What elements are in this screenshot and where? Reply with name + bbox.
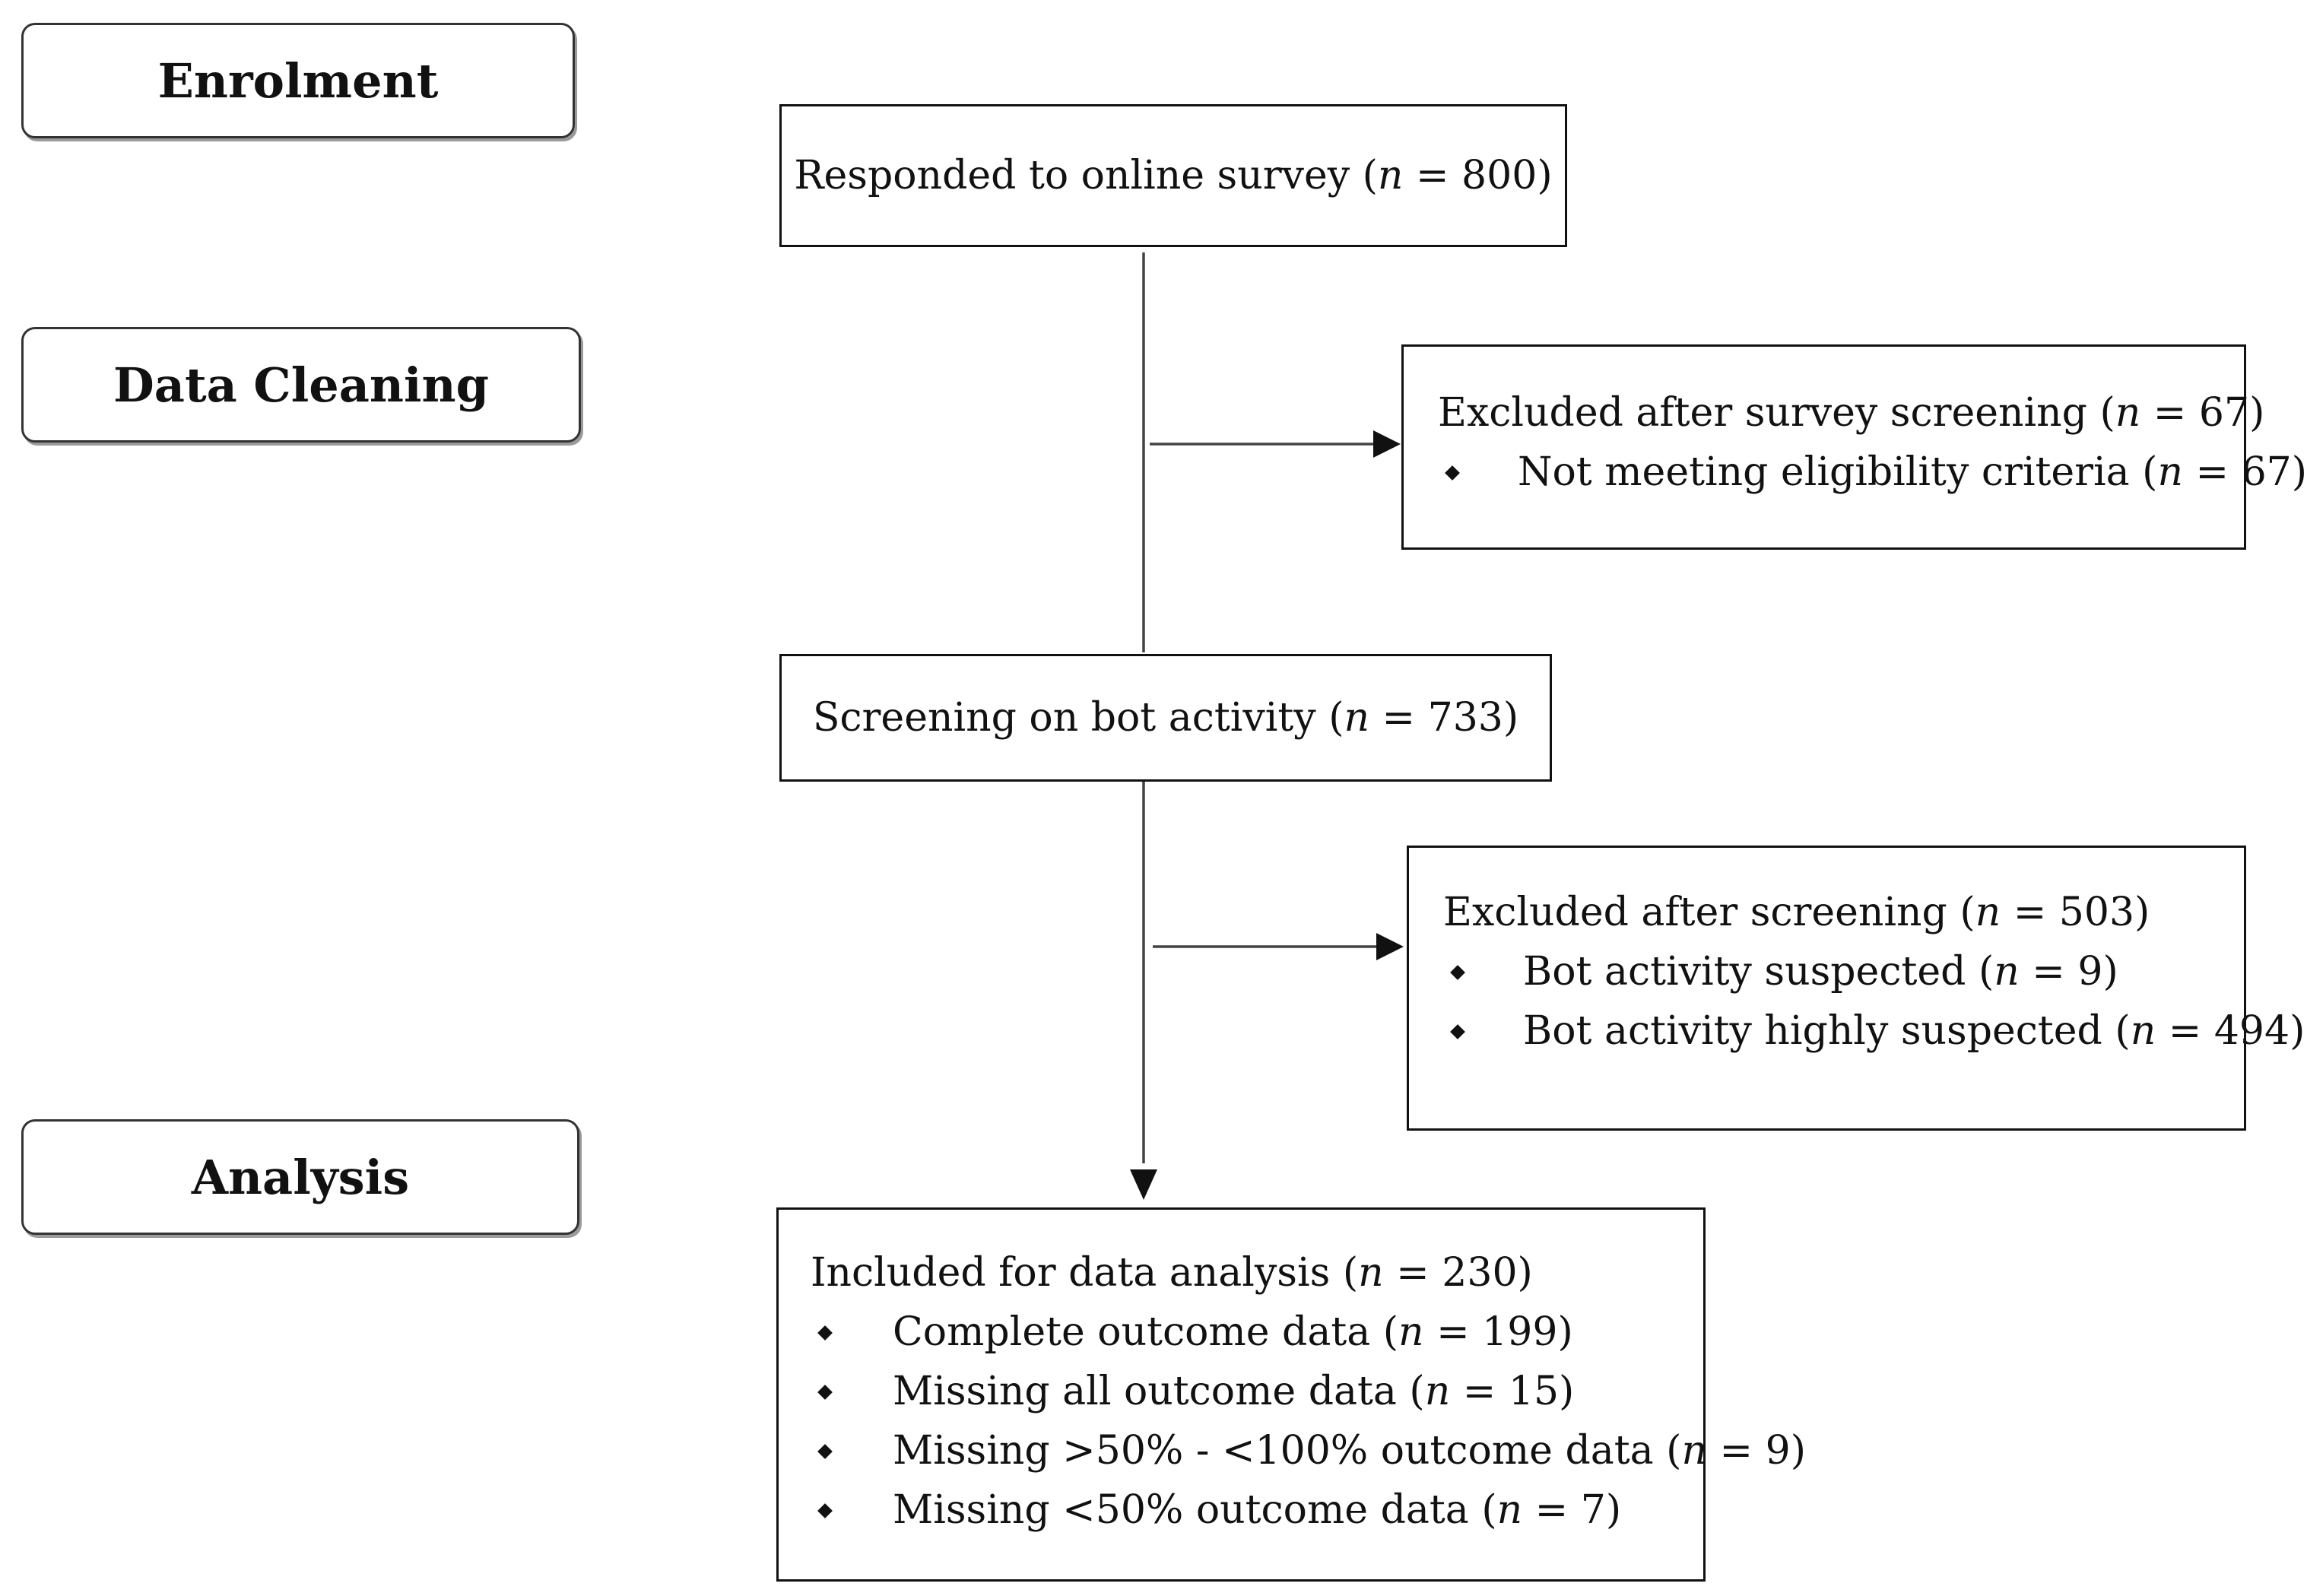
bot-screening-box: Screening on bot activity (n = 733): [779, 654, 1552, 782]
diamond-bullet-icon: [817, 1444, 833, 1459]
bot-screening-text: Screening on bot activity (n = 733): [812, 695, 1519, 741]
stage-analysis-label: Analysis: [191, 1149, 410, 1205]
excluded-bot-item: Bot activity suspected (n = 9): [1443, 942, 2244, 1001]
excluded-survey-box: Excluded after survey screening (n = 67)…: [1401, 344, 2307, 550]
diamond-bullet-icon: [1445, 465, 1460, 481]
excluded-survey-item: Not meeting eligibility criteria (n = 67…: [1438, 443, 2307, 502]
excluded-survey-title: Excluded after survey screening (n = 67): [1438, 390, 2265, 436]
stage-data-cleaning: Data Cleaning: [21, 327, 581, 443]
included-title: Included for data analysis (n = 230): [811, 1250, 1533, 1296]
responded-box: Responded to online survey (n = 800): [779, 104, 1567, 247]
diamond-bullet-icon: [1450, 1024, 1465, 1039]
included-item: Missing >50% - <100% outcome data (n = 9…: [811, 1421, 1806, 1480]
excluded-bot-item: Bot activity highly suspected (n = 494): [1443, 1001, 2305, 1061]
diamond-bullet-icon: [817, 1503, 833, 1518]
included-item: Missing <50% outcome data (n = 7): [811, 1480, 1703, 1540]
diamond-bullet-icon: [817, 1325, 833, 1341]
arrowhead-down: [1130, 1169, 1157, 1200]
excluded-bot-title: Excluded after screening (n = 503): [1443, 890, 2150, 935]
diamond-bullet-icon: [817, 1385, 833, 1400]
arrowhead-right-survey: [1373, 430, 1401, 458]
included-box: Included for data analysis (n = 230) Com…: [776, 1207, 1806, 1582]
stage-enrolment-label: Enrolment: [157, 52, 439, 109]
stage-data-cleaning-label: Data Cleaning: [113, 357, 489, 413]
included-item: Missing all outcome data (n = 15): [811, 1362, 1703, 1421]
responded-text: Responded to online survey (n = 800): [794, 153, 1553, 198]
diamond-bullet-icon: [1450, 965, 1465, 980]
stage-analysis: Analysis: [21, 1119, 579, 1235]
arrowhead-right-bot: [1376, 933, 1404, 960]
included-item: Complete outcome data (n = 199): [811, 1303, 1703, 1362]
stage-enrolment: Enrolment: [21, 23, 575, 138]
excluded-bot-box: Excluded after screening (n = 503) Bot a…: [1407, 846, 2305, 1131]
